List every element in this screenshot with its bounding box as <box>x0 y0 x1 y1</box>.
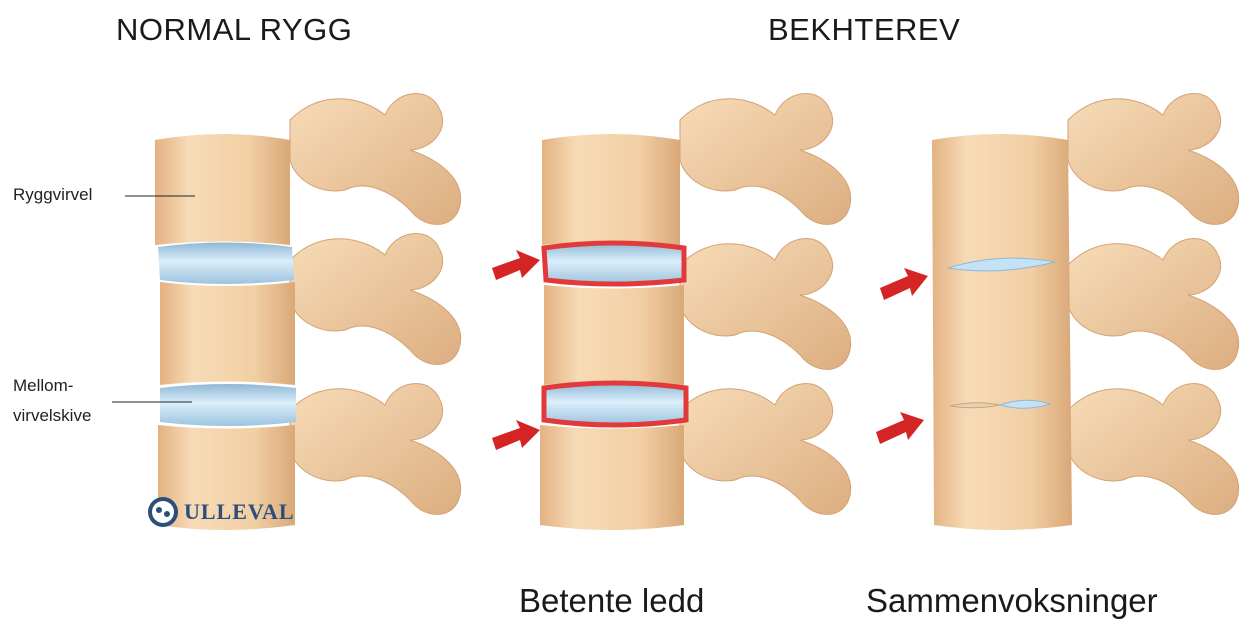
fused-spine-illustration <box>876 94 1239 530</box>
disc-normal-lower <box>160 384 296 426</box>
arrow-icon <box>880 268 928 300</box>
arrow-icon <box>492 420 540 450</box>
ulleval-logo: ULLEVAL <box>146 495 295 529</box>
caption-fusions: Sammenvoksninger <box>866 582 1158 620</box>
inflamed-spine-illustration <box>492 94 851 530</box>
normal-spine-illustration <box>112 94 461 530</box>
arrow-icon <box>876 412 924 444</box>
disc-normal-upper <box>158 243 294 285</box>
label-vertebra: Ryggvirvel <box>13 183 92 207</box>
title-normal: NORMAL RYGG <box>116 12 352 48</box>
label-disc-line2: virvelskive <box>13 404 91 428</box>
caption-inflamed-joints: Betente ledd <box>519 582 704 620</box>
arrow-icon <box>492 250 540 280</box>
title-bekhterev: BEKHTEREV <box>768 12 960 48</box>
logo-text: ULLEVAL <box>184 499 295 525</box>
label-disc-line1: Mellom- <box>13 374 73 398</box>
logo-emblem-icon <box>146 495 180 529</box>
